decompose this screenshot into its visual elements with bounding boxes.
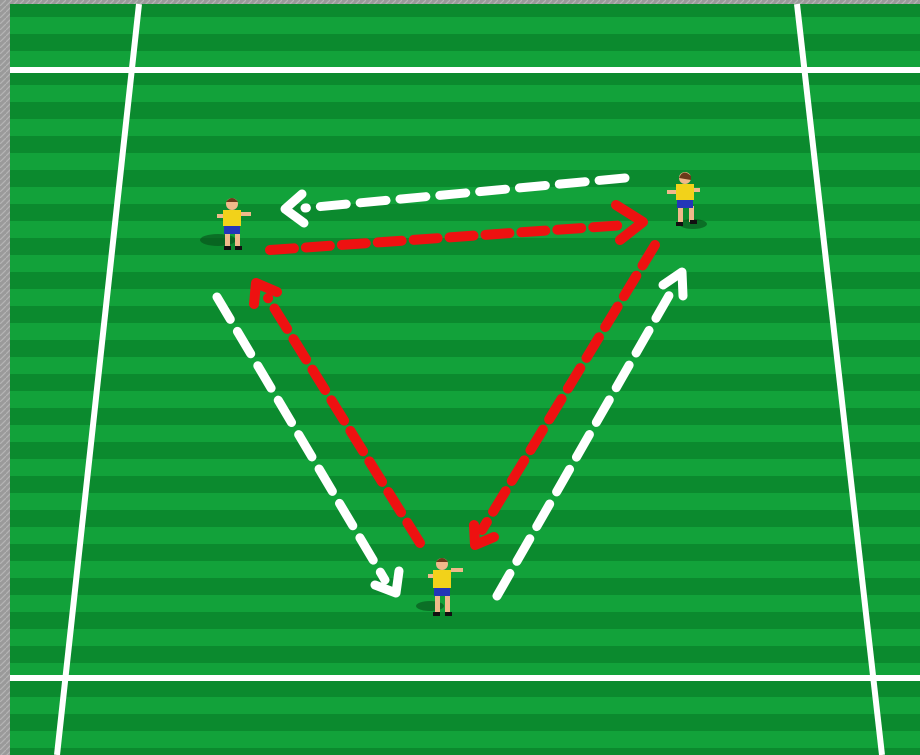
arm	[241, 212, 251, 216]
shoe	[224, 246, 231, 250]
leg	[235, 232, 240, 248]
leg	[689, 206, 694, 222]
player-shadow	[200, 234, 236, 246]
arm	[217, 214, 223, 218]
leg	[678, 206, 683, 224]
grass-field	[10, 4, 920, 755]
arm	[667, 190, 676, 194]
shirt	[433, 570, 451, 588]
shoe	[676, 222, 683, 226]
arm	[451, 568, 463, 572]
leg	[445, 594, 450, 614]
arm	[694, 188, 700, 192]
leg	[225, 232, 230, 248]
shoe	[235, 246, 242, 250]
shoe	[445, 612, 452, 616]
shoe	[690, 220, 697, 224]
shirt	[676, 184, 694, 200]
shirt	[223, 210, 241, 226]
shoe	[433, 612, 440, 616]
arm	[428, 574, 433, 578]
leg	[435, 594, 440, 614]
